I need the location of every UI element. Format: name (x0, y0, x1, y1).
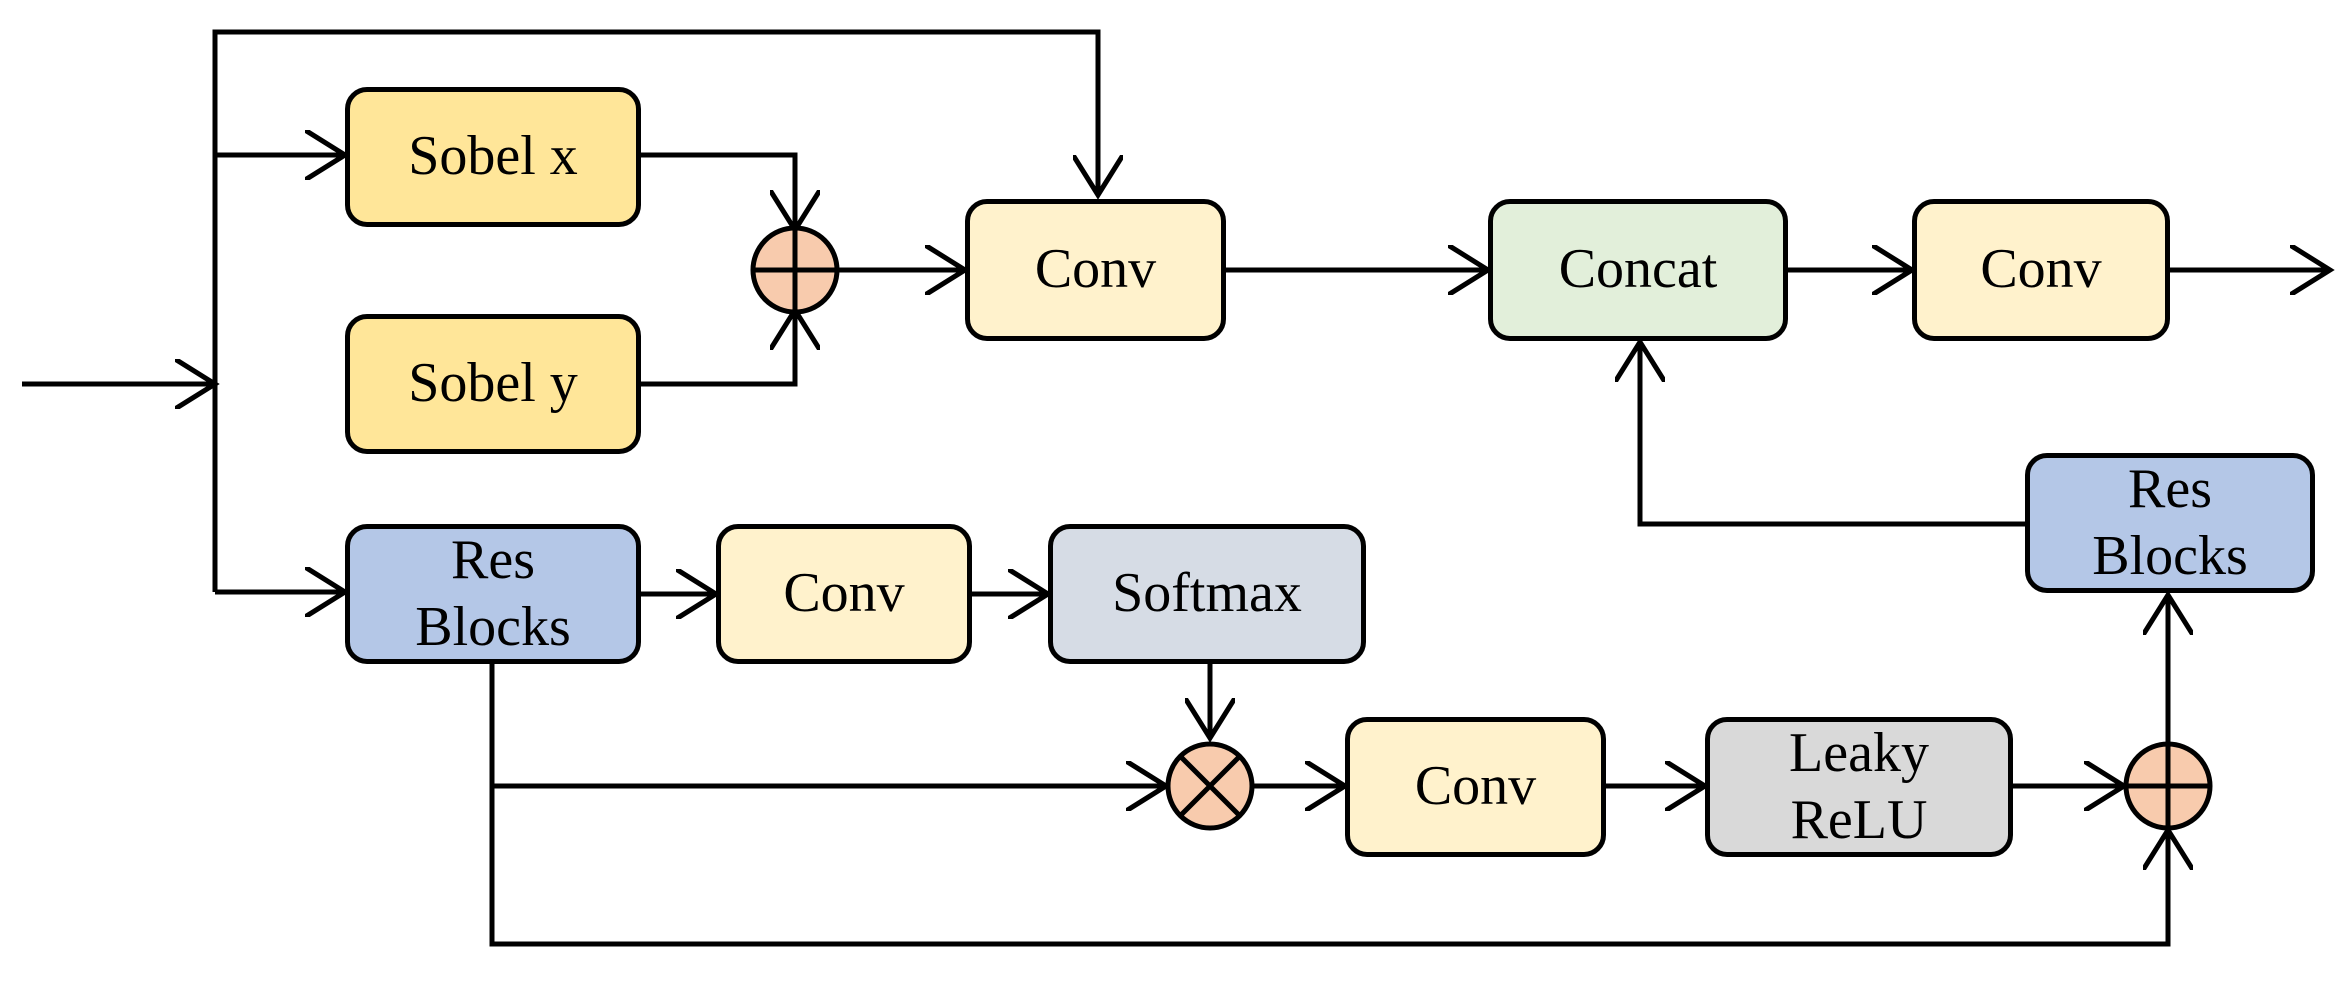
concat-node: Concat (1488, 199, 1788, 341)
sobel-y-to-add (641, 310, 795, 387)
add-icon (750, 225, 840, 315)
conv-bottom-node: Conv (1345, 717, 1606, 857)
res-blocks-left-label-1: Res (451, 528, 535, 591)
sobel-x-label: Sobel x (408, 125, 578, 188)
sobel-x-node: Sobel x (345, 87, 641, 227)
res-blocks-left-label-2: Blocks (415, 596, 571, 658)
leaky-relu-node: Leaky ReLU (1705, 717, 2013, 857)
res-blocks-right-node: Res Blocks (2025, 453, 2315, 593)
softmax-label: Softmax (1112, 562, 1302, 625)
leaky-relu-label-2: ReLU (1790, 789, 1928, 851)
concat-label: Concat (1558, 238, 1718, 301)
conv-mid-node: Conv (716, 524, 972, 664)
sobel-x-to-add (641, 152, 795, 230)
multiply-icon (1165, 741, 1255, 831)
conv-out-node: Conv (1912, 199, 2170, 341)
res-blocks-right-to-concat (1640, 342, 2025, 527)
res-down-line (489, 662, 2168, 947)
leaky-relu-label-1: Leaky (1789, 721, 1929, 784)
conv-top-node: Conv (965, 199, 1226, 341)
conv-mid-label: Conv (783, 562, 905, 625)
softmax-node: Softmax (1048, 524, 1366, 664)
res-blocks-left-node: Res Blocks (345, 524, 641, 664)
conv-bottom-label: Conv (1414, 755, 1537, 818)
conv-out-label: Conv (1980, 238, 2102, 301)
sobel-y-label: Sobel y (408, 352, 578, 415)
sobel-y-node: Sobel y (345, 314, 641, 454)
res-blocks-right-label-2: Blocks (2092, 525, 2248, 587)
add-icon (2123, 741, 2213, 831)
conv-top-label: Conv (1034, 238, 1157, 301)
res-blocks-right-label-1: Res (2128, 457, 2212, 520)
trunk-line (212, 29, 1098, 592)
